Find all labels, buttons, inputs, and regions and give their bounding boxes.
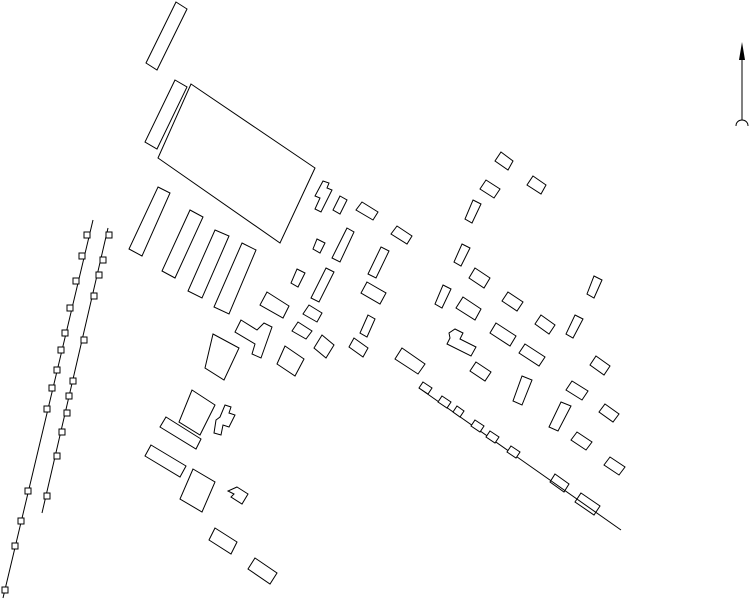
marker: [43, 492, 51, 500]
marker: [485, 430, 500, 444]
building: [565, 380, 589, 401]
marker: [80, 336, 88, 344]
building: [518, 343, 546, 367]
building: [453, 243, 471, 267]
building: [310, 267, 335, 303]
building: [434, 284, 452, 309]
marker: [418, 381, 433, 395]
building: [259, 291, 290, 319]
building: [312, 238, 326, 254]
marker: [90, 292, 98, 300]
marker: [43, 405, 51, 413]
building: [598, 403, 620, 423]
marker: [61, 329, 69, 337]
building: [549, 473, 570, 493]
building: [570, 431, 593, 451]
building: [526, 175, 547, 195]
building: [187, 229, 230, 299]
building: [234, 319, 273, 359]
marker: [69, 377, 77, 385]
marker: [63, 409, 71, 417]
marker: [105, 231, 113, 239]
building: [548, 401, 572, 432]
marker: [11, 542, 19, 550]
building: [313, 334, 335, 359]
building: [534, 314, 556, 335]
building: [355, 201, 379, 221]
north-arrow-icon: [735, 42, 749, 127]
building: [468, 267, 491, 289]
building: [359, 314, 376, 338]
marker: [65, 392, 73, 400]
building: [178, 389, 216, 436]
marker: [99, 256, 107, 264]
building: [213, 242, 257, 315]
marker: [78, 252, 86, 260]
marker: [48, 384, 56, 392]
building: [565, 314, 584, 339]
marker: [1, 586, 9, 594]
marker: [66, 304, 74, 312]
road-line-left-inner: [41, 227, 109, 514]
building: [394, 347, 426, 375]
building: [479, 179, 501, 199]
marker: [83, 231, 91, 239]
building: [446, 328, 477, 357]
building: [226, 486, 249, 505]
building: [360, 281, 387, 305]
building: [469, 361, 492, 382]
building: [290, 268, 306, 288]
building: [331, 227, 355, 263]
marker: [437, 395, 452, 409]
building: [213, 404, 236, 436]
building: [314, 180, 333, 213]
building: [302, 304, 323, 323]
building: [159, 416, 202, 450]
building: [144, 444, 187, 478]
building: [247, 557, 278, 585]
building: [494, 151, 514, 171]
building: [204, 333, 240, 381]
building: [589, 355, 611, 376]
marker: [470, 419, 485, 433]
marker: [24, 487, 32, 495]
building: [464, 199, 482, 224]
building: [367, 246, 390, 279]
building: [348, 337, 369, 358]
marker: [58, 428, 66, 436]
building: [455, 296, 482, 321]
building: [128, 186, 171, 257]
roadside-markers-left: [1, 231, 113, 594]
building: [208, 527, 238, 555]
marker: [17, 517, 25, 525]
marker: [57, 346, 65, 354]
building: [144, 79, 188, 150]
building: [291, 321, 313, 340]
marker: [72, 277, 80, 285]
marker: [506, 445, 521, 459]
building-large-main: [157, 83, 316, 244]
roadside-markers-right: [418, 381, 521, 459]
building: [161, 209, 204, 279]
marker: [53, 452, 61, 460]
building: [501, 291, 524, 312]
building: [145, 1, 188, 71]
building: [574, 492, 601, 516]
building: [489, 322, 517, 347]
marker: [53, 366, 61, 374]
building: [390, 225, 413, 245]
building: [276, 345, 305, 377]
building: [512, 375, 533, 406]
building: [332, 195, 348, 215]
marker: [452, 405, 465, 418]
building: [179, 468, 216, 513]
marker: [95, 271, 103, 279]
road-line-right: [418, 387, 622, 531]
building: [603, 456, 626, 476]
building: [586, 275, 603, 299]
